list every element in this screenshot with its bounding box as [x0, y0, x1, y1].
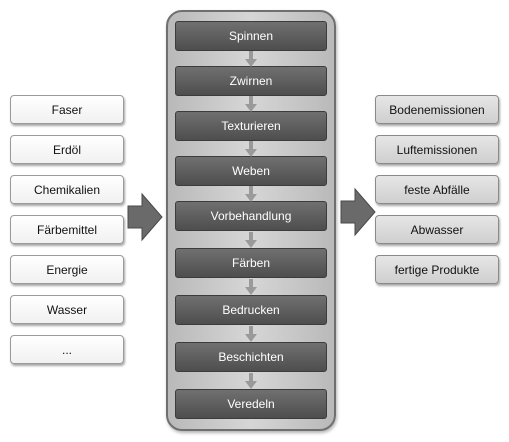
input-label: Energie: [46, 262, 88, 277]
down-arrow-icon: [245, 326, 257, 342]
process-step: Texturieren: [175, 111, 327, 141]
process-step: Weben: [175, 156, 327, 186]
right-arrow-icon: [127, 192, 163, 242]
step-label: Färben: [231, 256, 271, 270]
step-label: Vorbehandlung: [210, 209, 292, 223]
down-arrow-icon: [245, 96, 257, 112]
output-label: Abwasser: [410, 222, 464, 237]
step-label: Veredeln: [227, 397, 275, 411]
input-box: Färbemittel: [10, 215, 124, 244]
input-box: ...: [10, 335, 124, 364]
input-label: Erdöl: [52, 142, 81, 157]
down-arrow-icon: [245, 279, 257, 295]
input-box: Wasser: [10, 295, 124, 324]
process-step: Vorbehandlung: [175, 201, 327, 231]
step-label: Spinnen: [228, 29, 274, 43]
right-arrow-icon: [340, 187, 376, 237]
down-arrow-icon: [245, 51, 257, 67]
process-step: Zwirnen: [175, 66, 327, 96]
output-box: Abwasser: [375, 215, 499, 244]
process-step: Veredeln: [175, 389, 327, 419]
output-label: Bodenemissionen: [389, 102, 485, 117]
output-box: Luftemissionen: [375, 135, 499, 164]
input-box: Faser: [10, 95, 124, 124]
output-box: Bodenemissionen: [375, 95, 499, 124]
down-arrow-icon: [245, 232, 257, 248]
process-step: Beschichten: [175, 342, 327, 372]
input-label: Wasser: [46, 302, 88, 317]
output-label: fertige Produkte: [394, 262, 480, 277]
input-label: ...: [61, 342, 72, 357]
process-step: Färben: [175, 248, 327, 278]
input-box: Chemikalien: [10, 175, 124, 204]
input-label: Chemikalien: [33, 182, 101, 197]
output-label: Luftemissionen: [396, 142, 478, 157]
down-arrow-icon: [245, 373, 257, 389]
step-label: Bedrucken: [222, 303, 280, 317]
output-box: fertige Produkte: [375, 255, 499, 284]
output-box: feste Abfälle: [375, 175, 499, 204]
input-box: Erdöl: [10, 135, 124, 164]
step-label: Texturieren: [221, 119, 281, 133]
input-box: Energie: [10, 255, 124, 284]
process-step: Bedrucken: [175, 295, 327, 325]
step-label: Beschichten: [218, 350, 284, 364]
step-label: Zwirnen: [229, 74, 273, 88]
step-label: Weben: [232, 164, 270, 178]
process-step: Spinnen: [175, 21, 327, 51]
input-label: Faser: [51, 102, 83, 117]
input-label: Färbemittel: [36, 222, 98, 237]
output-label: feste Abfälle: [404, 182, 470, 197]
down-arrow-icon: [245, 186, 257, 202]
down-arrow-icon: [245, 141, 257, 157]
